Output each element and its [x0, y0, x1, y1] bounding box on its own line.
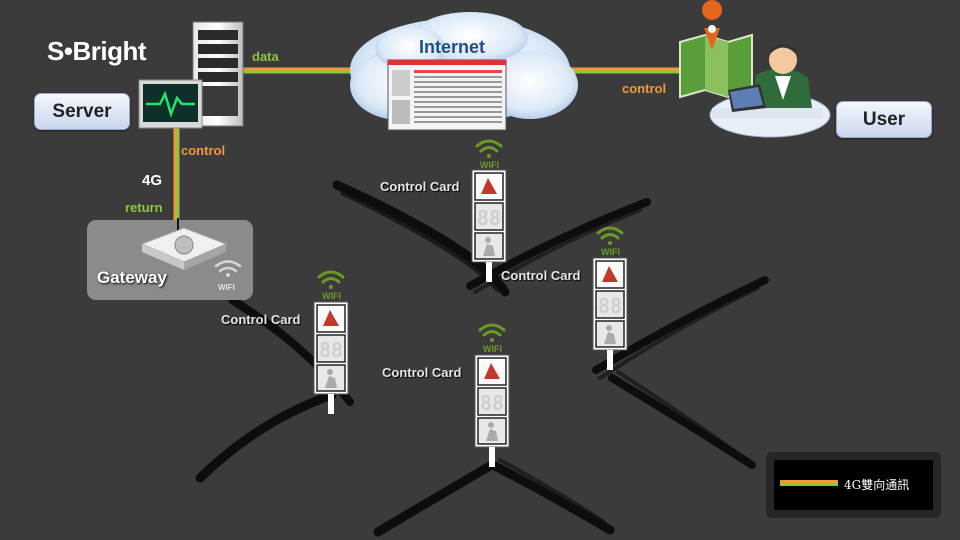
control-card-label[interactable]: Control Card: [380, 179, 460, 194]
control-card-label[interactable]: Control Card: [501, 268, 581, 283]
control-card-label[interactable]: Control Card: [221, 312, 301, 327]
segment-display: 88: [598, 294, 623, 318]
wifi-text: WIFI: [601, 247, 620, 257]
control-card-label[interactable]: Control Card: [382, 365, 462, 380]
segment-display: 88: [477, 206, 502, 230]
link-server-internet: [243, 67, 362, 74]
legend: 4G雙向通訊: [766, 452, 941, 518]
wifi-text: WIFI: [322, 291, 341, 301]
segment-display: 88: [480, 391, 505, 415]
wifi-text: WIFI: [483, 344, 502, 354]
monitor-pulse-icon: [138, 79, 203, 129]
user-at-desk-icon: [709, 44, 831, 138]
legend-panel: 4G雙向通訊: [774, 460, 933, 510]
signal-pole-icon: [471, 139, 507, 282]
legend-text: 4G雙向通訊: [844, 478, 910, 492]
gateway-label: Gateway: [97, 268, 167, 287]
segment-display: 88: [319, 338, 344, 362]
legend-swatch: [780, 480, 838, 486]
control-link-label-right: control: [622, 81, 667, 96]
wifi-text: WIFI: [480, 160, 499, 170]
signal-pole-icon: [313, 270, 349, 414]
control-link-label-left: control: [181, 143, 226, 158]
data-link-label: data: [252, 49, 279, 64]
signal-pole-icon: [474, 323, 510, 467]
brand-logo: S•Bright: [47, 36, 146, 66]
return-label: return: [125, 200, 163, 215]
user-button[interactable]: User: [836, 101, 932, 138]
server-button[interactable]: Server: [34, 93, 130, 130]
gateway-wifi-text: WIFI: [218, 283, 235, 292]
fourg-label: 4G: [142, 172, 163, 189]
link-server-gateway: [173, 128, 180, 222]
internet-label: Internet: [419, 37, 486, 57]
signal-pole-icon: [592, 226, 628, 370]
web-page-screenshot: [387, 59, 507, 131]
